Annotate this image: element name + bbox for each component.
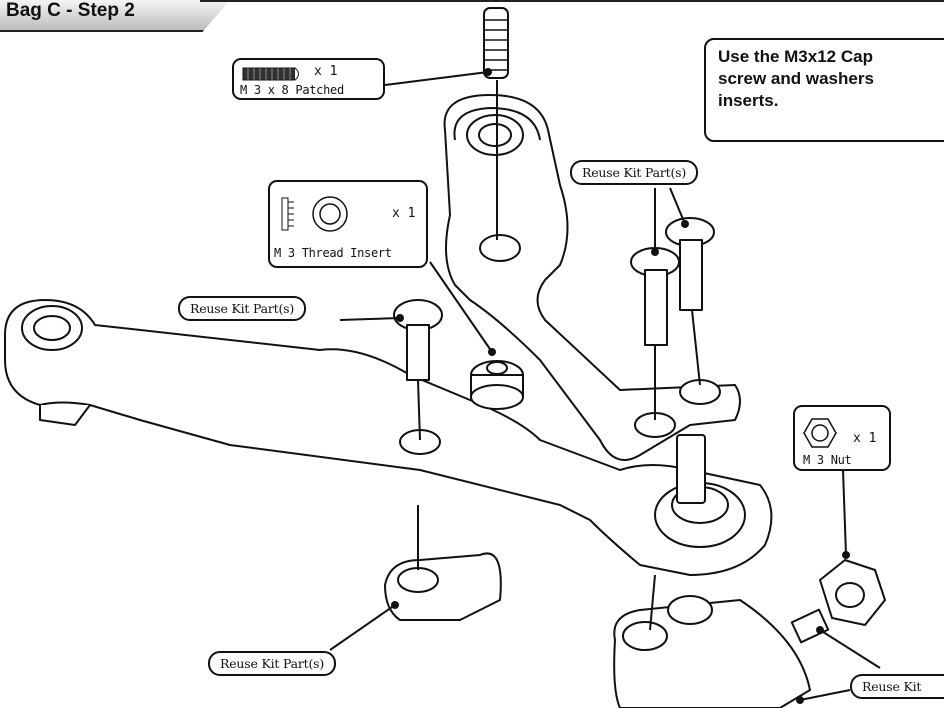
part-callout-thread-insert: x 1 M 3 Thread Insert (268, 180, 428, 268)
set-screw-icon (242, 67, 299, 81)
reuse-label-left: Reuse Kit Part(s) (178, 296, 307, 321)
lower-arm-part (4, 299, 773, 576)
thread-insert-icon (281, 196, 348, 232)
reuse-label-bottom-right: Reuse Kit (850, 674, 944, 699)
header-tab (0, 0, 230, 32)
header-rule (200, 0, 944, 2)
thread-insert-qty: x 1 (392, 206, 416, 221)
page-title: Bag C - Step 2 (6, 0, 135, 21)
thread-insert-label: M 3 Thread Insert (274, 246, 392, 260)
hex-nut-icon (803, 418, 837, 448)
reuse-label-bottom-left: Reuse Kit Part(s) (208, 651, 337, 676)
set-screw-label: M 3 x 8 Patched (240, 83, 344, 97)
part-callout-set-screw: x 1 M 3 x 8 Patched (232, 58, 385, 100)
upper-link-part (443, 94, 741, 461)
part-callout-nut: x 1 M 3 Nut (793, 405, 891, 471)
set-screw-part (483, 7, 509, 79)
set-screw-qty: x 1 (314, 64, 338, 79)
reuse-label-top-right: Reuse Kit Part(s) (570, 160, 699, 185)
instruction-note: Use the M3x12 Cap screw and washers inse… (704, 38, 944, 142)
nut-label: M 3 Nut (803, 453, 852, 467)
nut-qty: x 1 (853, 431, 877, 446)
rod-end-part (613, 599, 811, 708)
